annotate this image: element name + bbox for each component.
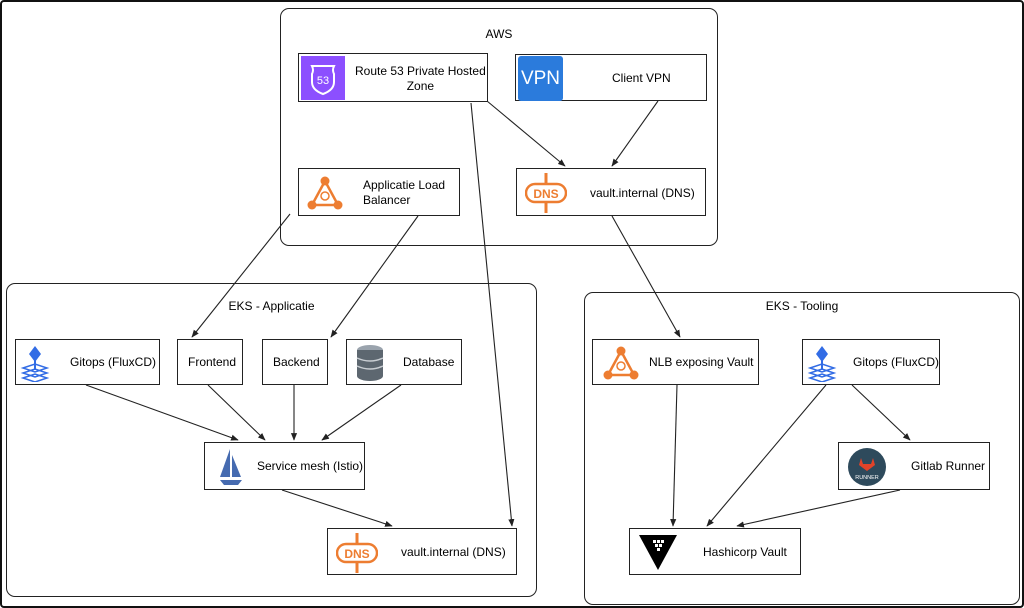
node-vault-dns-app-label: vault.internal (DNS) <box>401 545 506 559</box>
dns-icon: DNS <box>336 533 378 573</box>
node-backend-label: Backend <box>273 355 320 369</box>
node-gitops-tool[interactable]: Gitops (FluxCD) <box>802 339 940 385</box>
node-alb[interactable]: Applicatie Load Balancer <box>298 168 460 216</box>
node-route53-label: Route 53 Private Hosted Zone <box>355 64 486 93</box>
node-service-mesh[interactable]: Service mesh (Istio) <box>204 442 365 490</box>
node-gitlab-runner-label: Gitlab Runner <box>911 459 986 473</box>
node-vault-dns-aws[interactable]: DNS vault.internal (DNS) <box>516 168 706 216</box>
fluxcd-icon <box>807 346 837 382</box>
node-gitops-app-label: Gitops (FluxCD) <box>70 355 157 369</box>
node-database[interactable]: Database <box>346 339 462 385</box>
vpn-icon: VPN <box>518 56 563 101</box>
node-vault-dns-aws-label: vault.internal (DNS) <box>590 186 695 200</box>
node-gitlab-runner[interactable]: RUNNER Gitlab Runner <box>838 442 990 490</box>
group-eks-tooling: EKS - Tooling <box>584 292 1020 605</box>
gitlab-runner-icon: RUNNER <box>848 448 886 486</box>
svg-text:53: 53 <box>317 75 329 87</box>
node-nlb-label: NLB exposing Vault <box>649 355 754 369</box>
fluxcd-icon <box>20 346 50 382</box>
svg-text:DNS: DNS <box>344 547 369 561</box>
node-vault-dns-app[interactable]: DNS vault.internal (DNS) <box>327 528 517 575</box>
node-backend[interactable]: Backend <box>262 339 328 385</box>
node-vault[interactable]: Hashicorp Vault <box>629 528 801 575</box>
dns-icon: DNS <box>525 173 567 213</box>
node-client-vpn[interactable]: VPN Client VPN <box>515 54 707 101</box>
group-eks-applicatie-title: EKS - Applicatie <box>228 299 315 313</box>
node-gitops-app[interactable]: Gitops (FluxCD) <box>15 339 160 385</box>
load-balancer-icon <box>307 176 343 210</box>
load-balancer-icon <box>603 346 639 380</box>
node-frontend[interactable]: Frontend <box>177 339 243 385</box>
database-icon <box>356 345 384 381</box>
node-database-label: Database <box>403 355 455 369</box>
node-service-mesh-label: Service mesh (Istio) <box>257 459 364 473</box>
svg-text:RUNNER: RUNNER <box>855 475 879 481</box>
route53-icon: 53 <box>301 56 345 100</box>
node-nlb[interactable]: NLB exposing Vault <box>592 339 759 385</box>
node-vault-label: Hashicorp Vault <box>703 545 787 559</box>
node-frontend-label: Frontend <box>188 355 237 369</box>
node-client-vpn-label: Client VPN <box>612 71 671 85</box>
istio-icon <box>220 449 242 485</box>
svg-text:DNS: DNS <box>533 187 558 201</box>
node-gitops-tool-label: Gitops (FluxCD) <box>853 355 940 369</box>
node-alb-label: Applicatie Load Balancer <box>363 178 446 207</box>
vault-icon <box>639 535 677 570</box>
group-eks-tooling-title: EKS - Tooling <box>765 299 839 313</box>
group-aws-title: AWS <box>485 27 513 41</box>
node-route53[interactable]: 53 Route 53 Private Hosted Zone <box>298 53 488 102</box>
